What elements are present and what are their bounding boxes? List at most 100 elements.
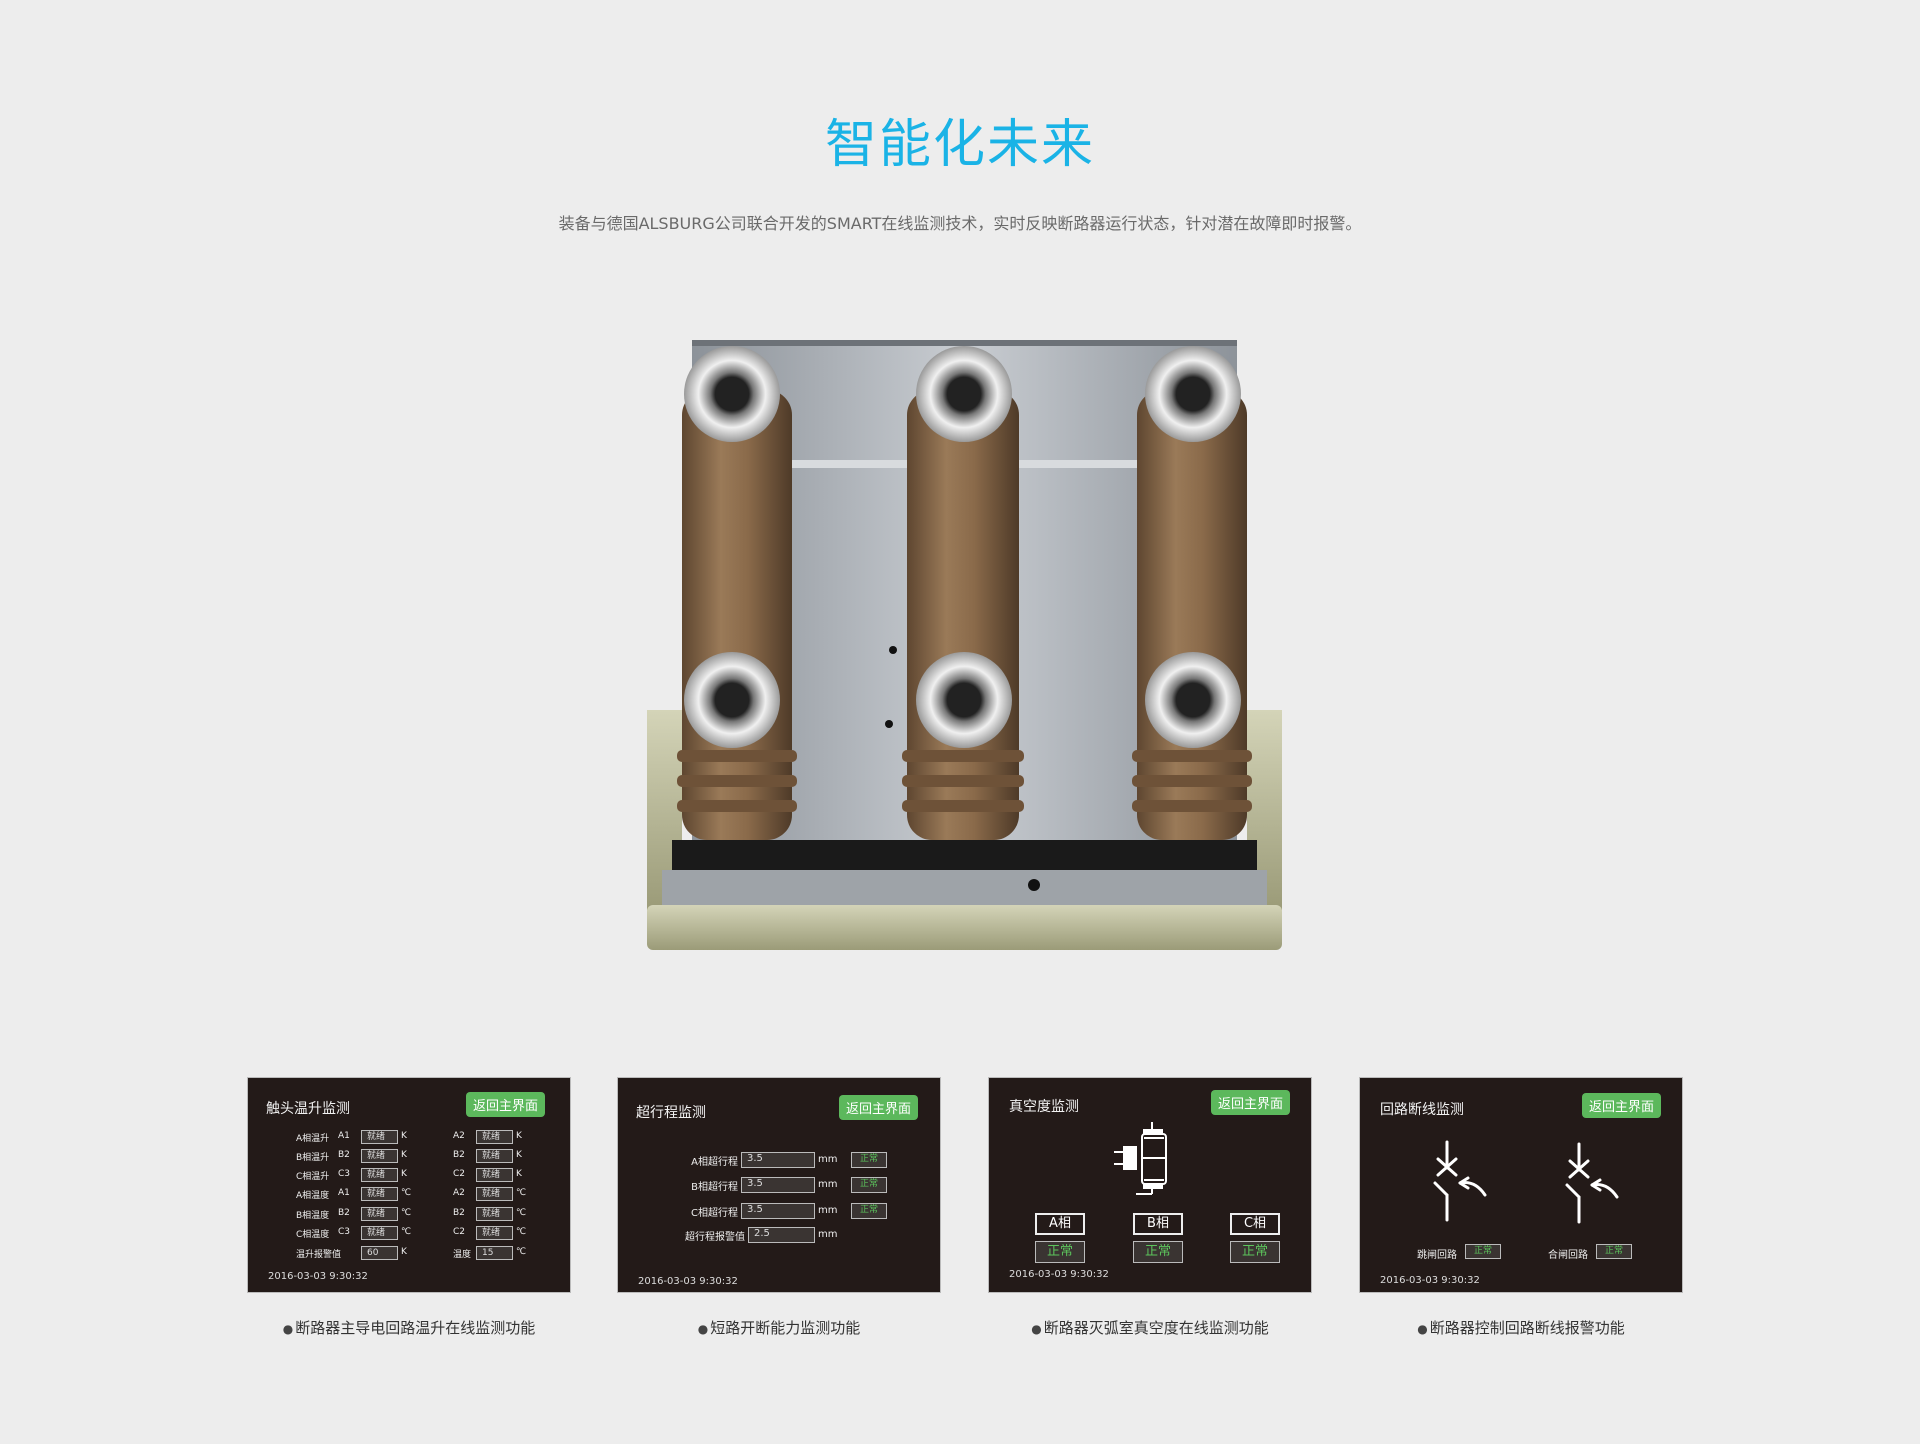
value-field-2: 就绪 [476,1187,513,1201]
row-code-2: C2 [453,1169,466,1179]
phase-a-status: 正常 [1035,1241,1085,1263]
row-label: C相温度 [296,1230,330,1240]
row-label: 温升报警值 [296,1250,342,1260]
caption-circuit: ●断路器控制回路断线报警功能 [1359,1317,1683,1338]
caption-vacuum: ●断路器灭弧室真空度在线监测功能 [988,1317,1312,1338]
trip-circuit-status: 正常 [1465,1244,1501,1259]
caption-text: 短路开断能力监测功能 [710,1319,861,1337]
phase-c-label: C相 [1230,1213,1280,1235]
value-field: 60 [361,1246,398,1260]
row-code-2: A2 [453,1131,465,1141]
unit: K [401,1169,407,1179]
unit-2: ℃ [516,1208,527,1218]
value-field: 就绪 [361,1130,398,1144]
unit-2: ℃ [516,1188,527,1198]
row-code: C3 [338,1227,351,1237]
row-code-2: A2 [453,1188,465,1198]
value-field-2: 就绪 [476,1207,513,1221]
caption-temperature: ●断路器主导电回路温升在线监测功能 [247,1317,571,1338]
phase-c-status: 正常 [1230,1241,1280,1263]
bullet-icon: ● [1417,1322,1428,1336]
caption-text: 断路器灭弧室真空度在线监测功能 [1043,1319,1269,1337]
unit-2: ℃ [516,1247,527,1257]
panel-title: 触头温升监测 [266,1101,350,1117]
vacuum-panel: 真空度监测 返回主界面 A相 正常 B相 正常 C相 正常 2016-03-03… [988,1077,1312,1293]
bullet-icon: ● [697,1322,709,1336]
caption-text: 断路器主导电回路温升在线监测功能 [295,1319,536,1337]
row-label: A相温升 [296,1134,330,1144]
bullet-icon: ● [1031,1322,1042,1336]
bullet-icon: ● [282,1322,294,1336]
value-field: 就绪 [361,1168,398,1182]
unit: K [401,1131,407,1141]
vacuum-interrupter-icon [1114,1122,1167,1195]
value-field: 就绪 [361,1226,398,1240]
unit-2: K [516,1131,522,1141]
value-field-2: 就绪 [476,1149,513,1163]
row-code: A1 [338,1188,350,1198]
caption-overtravel: ●短路开断能力监测功能 [617,1317,941,1338]
back-to-main-button[interactable]: 返回主界面 [839,1095,919,1120]
status-badge: 正常 [851,1203,887,1219]
datetime: 2016-03-03 9:30:32 [638,1276,738,1287]
status-badge: 正常 [851,1177,887,1193]
row-label: 超行程报警值 [685,1232,745,1243]
close-circuit-status: 正常 [1596,1244,1632,1259]
row-code-2: C2 [453,1227,466,1237]
row-code: B2 [338,1150,350,1160]
unit: mm [818,1179,838,1190]
row-label: B相温度 [296,1211,330,1221]
back-to-main-button[interactable]: 返回主界面 [1211,1090,1291,1115]
close-circuit-switch-icon [1565,1142,1619,1224]
value-field-2: 就绪 [476,1168,513,1182]
trip-circuit-label: 跳闸回路 [1417,1250,1457,1261]
unit: mm [818,1154,838,1165]
phase-b-status: 正常 [1133,1241,1183,1263]
value-field: 3.5 [741,1203,815,1219]
datetime: 2016-03-03 9:30:32 [1380,1275,1480,1286]
unit-2: K [516,1150,522,1160]
value-field: 就绪 [361,1187,398,1201]
datetime: 2016-03-03 9:30:32 [1009,1269,1109,1280]
temperature-rise-panel: 触头温升监测 返回主界面 A相温升 A1 就绪 K A2 就绪 K B相温升 B2… [247,1077,571,1293]
phase-a-label: A相 [1035,1213,1085,1235]
panel-title: 回路断线监测 [1380,1102,1464,1118]
row-code-2: B2 [453,1150,465,1160]
circuit-breaker-image [647,340,1282,950]
back-to-main-button[interactable]: 返回主界面 [466,1092,546,1117]
back-to-main-button[interactable]: 返回主界面 [1582,1093,1662,1118]
phase-b-label: B相 [1133,1213,1183,1235]
row-label: B相超行程 [691,1182,738,1193]
unit: K [401,1247,407,1257]
value-field-2: 就绪 [476,1130,513,1144]
unit: mm [818,1205,838,1216]
value-field: 就绪 [361,1149,398,1163]
panel-title: 超行程监测 [636,1105,706,1121]
row-label: C相温升 [296,1172,330,1182]
value-field-2: 就绪 [476,1226,513,1240]
row-code-2: 温度 [453,1250,472,1260]
unit-2: K [516,1169,522,1179]
value-field: 2.5 [748,1227,815,1243]
unit: ℃ [401,1227,412,1237]
row-code: B2 [338,1208,350,1218]
page-subtitle: 装备与德国ALSBURG公司联合开发的SMART在线监测技术，实时反映断路器运行… [558,214,1362,233]
row-label: A相温度 [296,1191,330,1201]
value-field-2: 15 [476,1246,513,1260]
row-label: B相温升 [296,1153,330,1163]
unit: ℃ [401,1208,412,1218]
value-field: 就绪 [361,1207,398,1221]
trip-circuit-switch-icon [1433,1140,1487,1222]
value-field: 3.5 [741,1152,815,1168]
datetime: 2016-03-03 9:30:32 [268,1271,368,1282]
row-code: A1 [338,1131,350,1141]
row-label: A相超行程 [691,1157,738,1168]
unit: K [401,1150,407,1160]
status-badge: 正常 [851,1152,887,1168]
row-label: C相超行程 [691,1208,738,1219]
caption-text: 断路器控制回路断线报警功能 [1429,1319,1625,1337]
row-code-2: B2 [453,1208,465,1218]
value-field: 3.5 [741,1177,815,1193]
panel-title: 真空度监测 [1009,1099,1079,1115]
